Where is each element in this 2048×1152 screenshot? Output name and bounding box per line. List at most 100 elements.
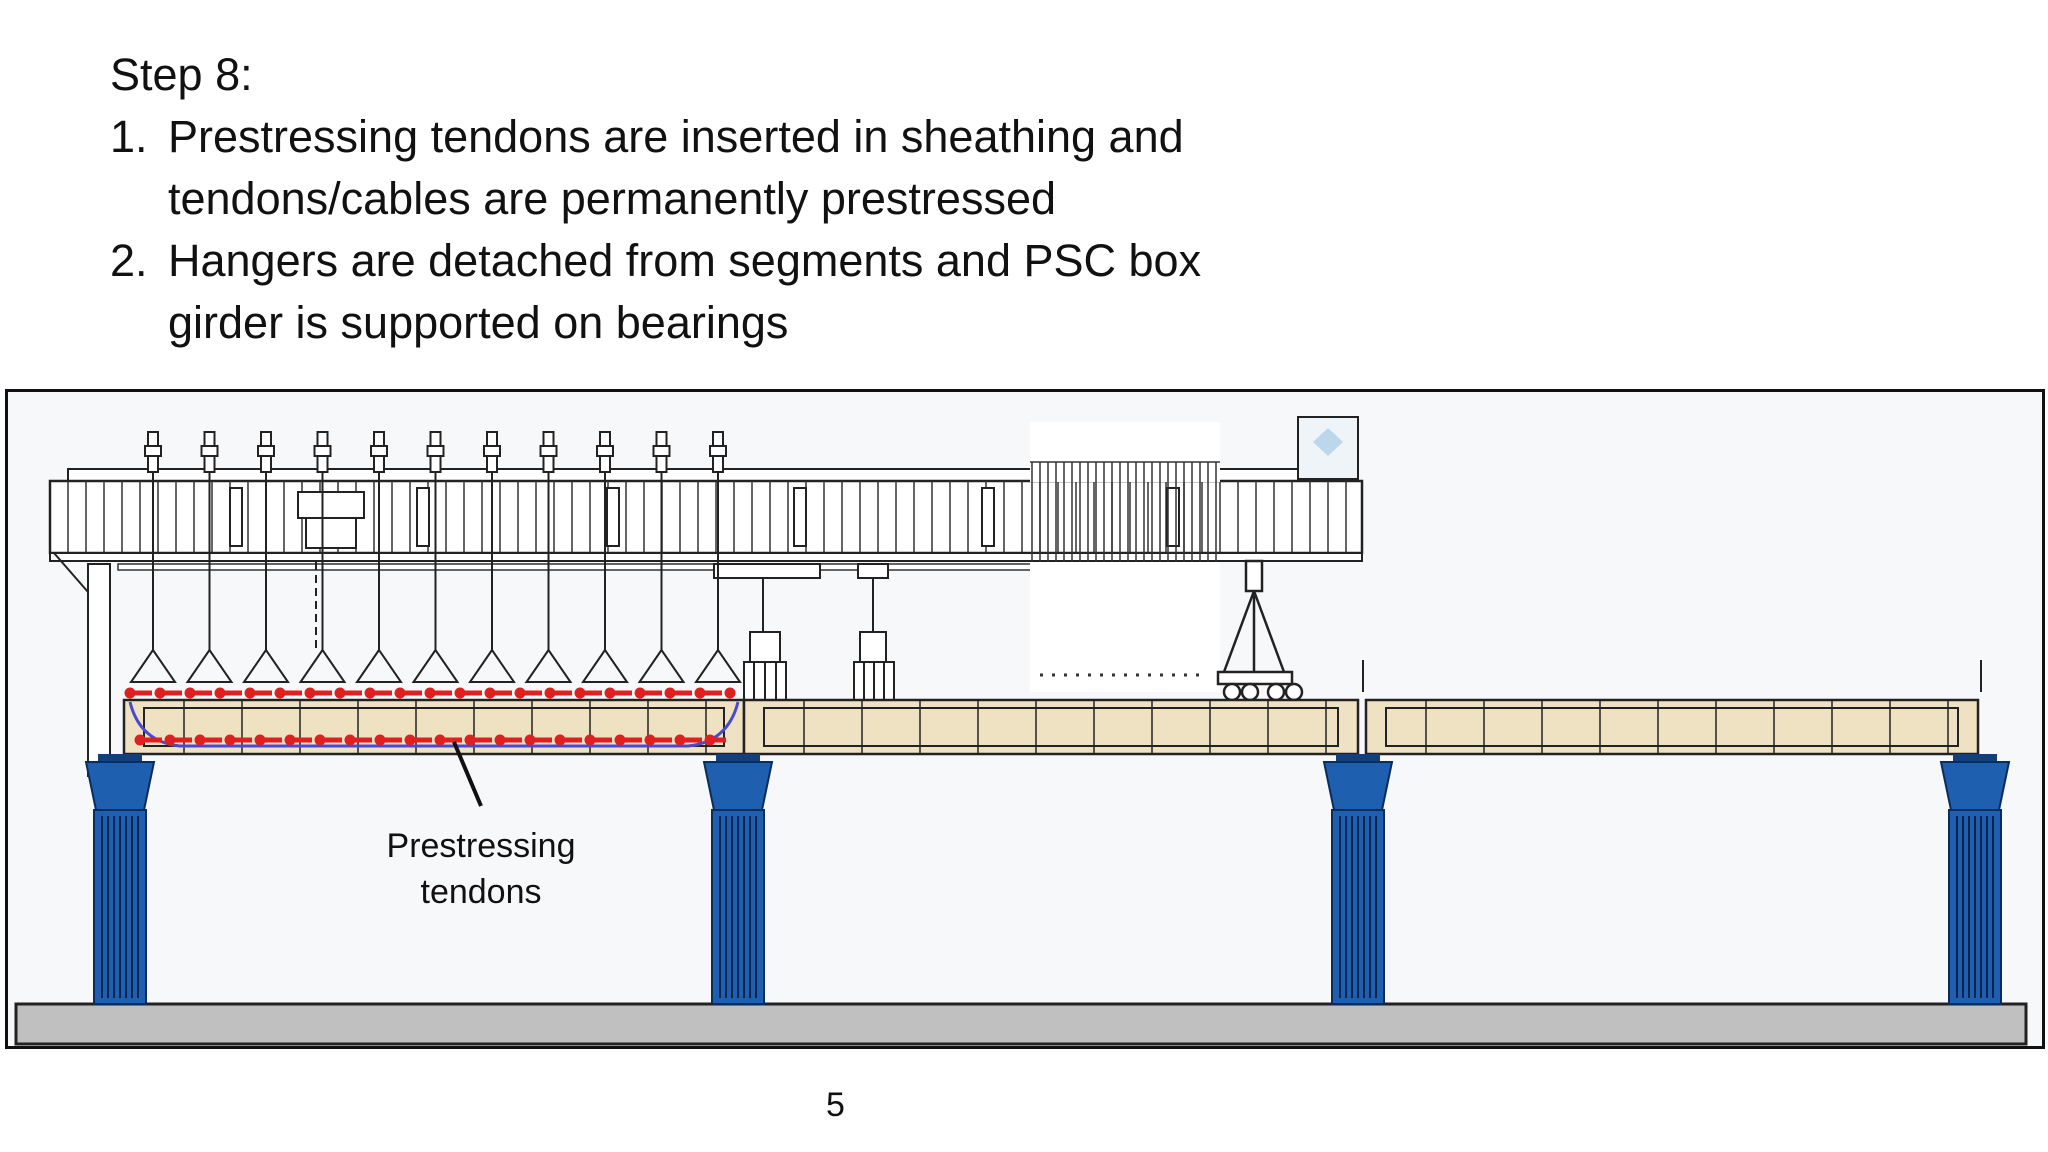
tendon-anchor-dot (364, 687, 376, 699)
hanger (694, 431, 742, 683)
tendon-anchor-dot (184, 687, 196, 699)
bearing (98, 754, 142, 762)
deck-span-2 (742, 698, 1360, 756)
hanger-spreader (355, 648, 403, 683)
step-line: tendons/cables are permanently prestress… (168, 173, 1057, 224)
tendon-anchor-dot (614, 734, 626, 746)
step-line: Hangers are detached from segments and P… (168, 235, 1202, 286)
tendon-anchor-dot (484, 687, 496, 699)
step-list: 1. Prestressing tendons are inserted in … (110, 106, 1410, 354)
pier-cap (1322, 761, 1394, 811)
pier-cap (1939, 761, 2011, 811)
hanger (185, 431, 234, 683)
tendon-anchor-dot (644, 734, 656, 746)
tendon-anchor-dot (404, 734, 416, 746)
tendon-anchor-dot (674, 734, 686, 746)
pier-4 (1939, 754, 2011, 1005)
hanger (411, 431, 460, 683)
hanger-spreader (468, 648, 516, 683)
tendon-anchor-dot (194, 734, 206, 746)
tendon-anchor-dot (254, 734, 266, 746)
hanger (524, 431, 573, 683)
tendon-anchor-dot (134, 734, 146, 746)
callout-leader (452, 741, 483, 807)
hanger-spreader (242, 648, 290, 683)
tendon-anchor-dot (124, 687, 136, 699)
gantry-bottom-chord (49, 552, 1363, 562)
tendon-anchor-dot (304, 687, 316, 699)
step-heading: Step 8: (110, 49, 253, 100)
hanger-spreader (524, 648, 573, 683)
hanger (468, 431, 516, 683)
callout-label-line-1: Prestressing (387, 827, 576, 865)
hanger-spreader (411, 648, 460, 683)
gantry-lower-beam (117, 563, 1119, 571)
bearing (716, 754, 760, 762)
tendon-anchor-dot (704, 734, 716, 746)
tendon-top-line (124, 687, 736, 699)
pier-2 (702, 754, 774, 1005)
slide-text: Step 8: 1. Prestressing tendons are inse… (110, 44, 1410, 354)
tendon-anchor-dot (214, 687, 226, 699)
tendon-anchor-dot (694, 687, 706, 699)
tendon-anchor-dot (574, 687, 586, 699)
lifting-frame-1 (713, 563, 821, 708)
tendon-anchor-dot (224, 734, 236, 746)
tendon-callout: Prestressing tendons (387, 741, 576, 911)
tendon-anchor-dot (154, 687, 166, 699)
tendon-anchor-dot (584, 734, 596, 746)
hanger (581, 431, 629, 683)
tendon-anchor-dot (244, 687, 256, 699)
pier-3 (1322, 754, 1394, 1005)
tendon-anchor-dot (164, 734, 176, 746)
hanger (298, 431, 347, 683)
gantry-front-leg (1216, 559, 1304, 702)
winch-trolley (297, 491, 365, 519)
tendon-anchor-dot (434, 734, 446, 746)
step-item-2: 2. Hangers are detached from segments an… (110, 230, 1410, 354)
tendon-anchor-dot (454, 687, 466, 699)
ground-slab (14, 1002, 2028, 1046)
pier-cap (84, 761, 156, 811)
tendon-anchor-dot (274, 687, 286, 699)
hanger (129, 431, 177, 683)
hanger-spreader (581, 648, 629, 683)
hanger-spreader (298, 648, 347, 683)
callout-label-line-2: tendons (421, 873, 542, 911)
truss-stiffener (229, 487, 243, 547)
hanger-spreader (185, 648, 234, 683)
lifting-frame-2 (853, 563, 895, 708)
launching-gantry (48, 416, 1364, 777)
tendon-anchor-dot (634, 687, 646, 699)
gantry-truss (48, 479, 1364, 555)
tendon-anchor-dot (394, 687, 406, 699)
tendon-anchor-dot (494, 734, 506, 746)
construction-diagram-frame: Prestressing tendons (5, 389, 2045, 1049)
step-number: 1. (110, 111, 148, 162)
truss-stiffener (793, 487, 807, 547)
hanger-spreader (129, 648, 177, 683)
truss-stiffener (1166, 487, 1180, 547)
tendon-anchor-dot (604, 687, 616, 699)
launching-gantry-diagram: Prestressing tendons (14, 416, 2028, 1046)
bearing (1953, 754, 1997, 762)
hanger (242, 431, 290, 683)
tendon-anchor-dot (374, 734, 386, 746)
tendon-anchor-dot (554, 734, 566, 746)
tendon-sheathing (128, 701, 740, 748)
deck-span-3 (1364, 698, 1980, 756)
tendon-anchor-dot (334, 687, 346, 699)
hanger-spreader (637, 648, 686, 683)
tendon-anchor-dot (464, 734, 476, 746)
segment-hangers (129, 431, 742, 683)
hanger (637, 431, 686, 683)
step-number: 2. (110, 235, 148, 286)
truss-stiffener (606, 487, 620, 547)
tendon-anchor-dot (524, 734, 536, 746)
tendon-bottom-line (134, 734, 726, 746)
page-number: 5 (826, 1086, 845, 1124)
truss-stiffener (416, 487, 430, 547)
step-item-1: 1. Prestressing tendons are inserted in … (110, 106, 1410, 230)
tendon-anchor-dot (284, 734, 296, 746)
step-line: girder is supported on bearings (168, 297, 789, 348)
